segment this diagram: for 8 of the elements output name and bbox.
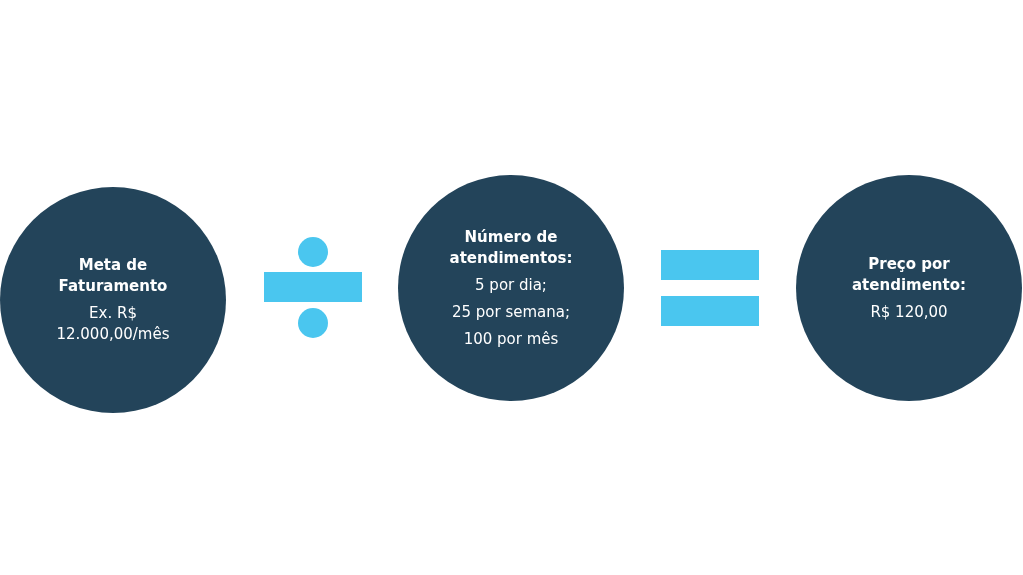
node-heading: Meta de Faturamento: [57, 255, 169, 297]
node-text: 5 por dia;: [475, 274, 547, 296]
node-text: 100 por mês: [463, 328, 559, 350]
node-text: Ex. R$ 12.000,00/mês: [55, 303, 171, 345]
node-heading: Preço por atendimento:: [851, 253, 967, 296]
node-heading: Número de atendimentos:: [448, 226, 574, 269]
node-text: 25 por semana;: [451, 301, 571, 323]
node-text: R$ 120,00: [870, 301, 948, 323]
